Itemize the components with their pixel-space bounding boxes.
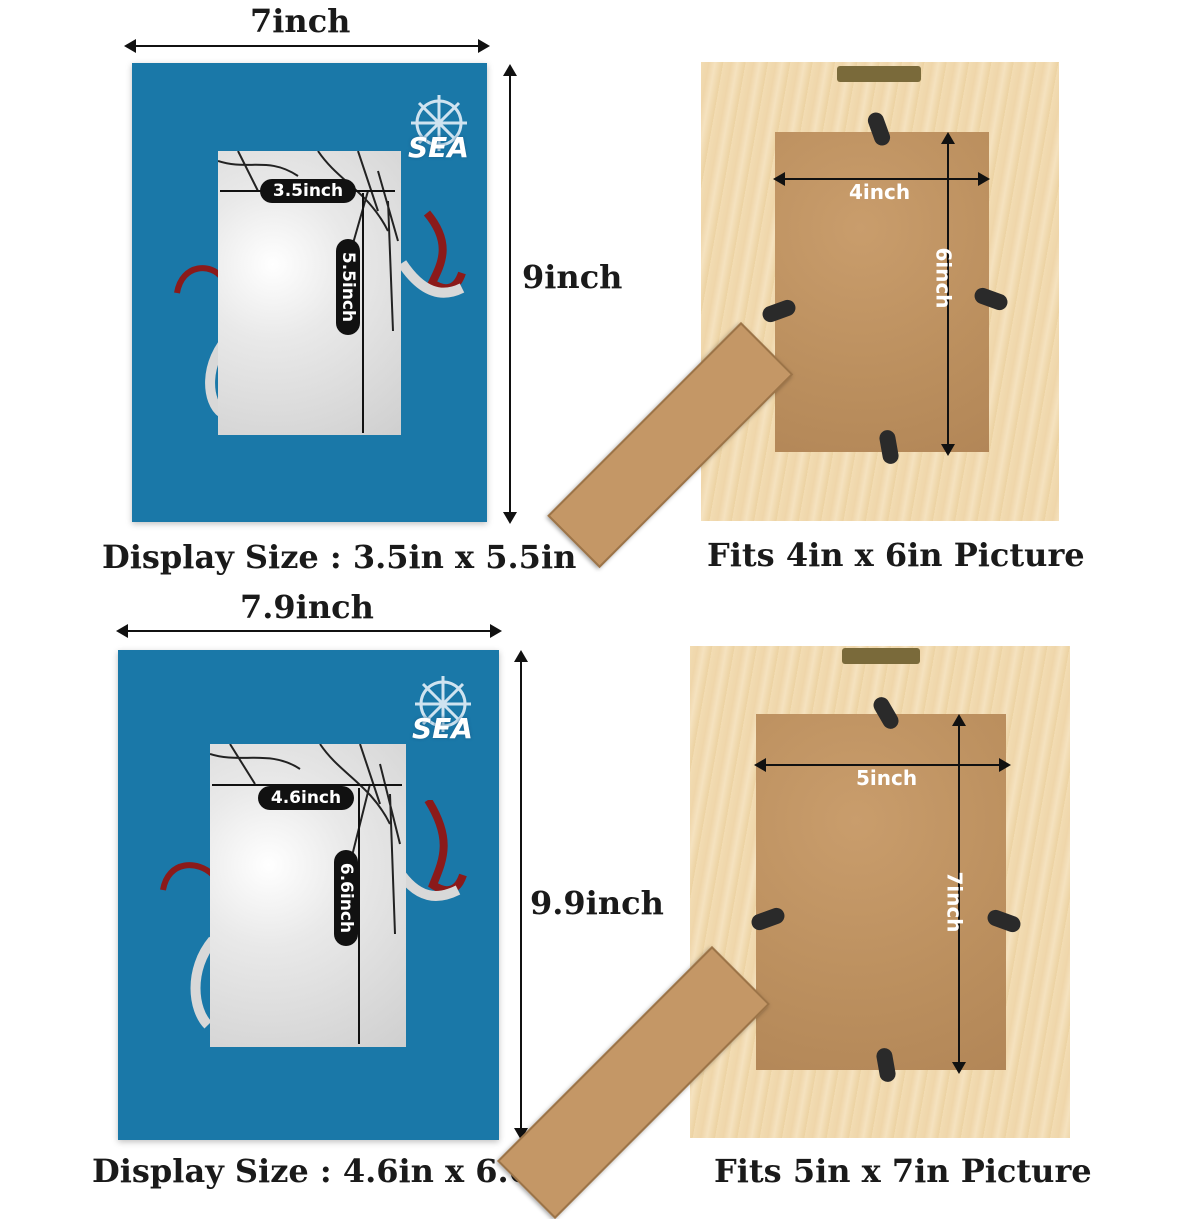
- top-frame-height-label: 6inch: [931, 247, 956, 309]
- top-frame-caption: Fits 4in x 6in Picture: [707, 536, 1085, 574]
- top-hanger: [837, 66, 921, 82]
- top-mat-caption: Display Size : 3.5in x 5.5in: [102, 538, 577, 576]
- top-frame-back: 4inch 6inch: [547, 62, 1059, 569]
- ship-wheel-icon: [411, 95, 467, 151]
- bottom-logo-text: SEA: [412, 712, 473, 745]
- top-mat-height-label: 9inch: [522, 258, 623, 296]
- top-opening-height-label: 5.5inch: [336, 239, 360, 335]
- top-backing-board: [775, 132, 989, 452]
- bottom-backing-board: [756, 714, 1006, 1070]
- bottom-mat-caption: Display Size : 4.6in x 6.6in: [92, 1152, 567, 1190]
- bottom-mat-height-label: 9.9inch: [530, 884, 664, 922]
- bottom-opening-height-label: 6.6inch: [334, 850, 358, 946]
- bottom-mat-width-label: 7.9inch: [240, 588, 374, 626]
- top-logo: SEA: [404, 91, 474, 164]
- bottom-hanger: [842, 648, 920, 664]
- top-logo-text: SEA: [408, 131, 469, 164]
- branches-image: [210, 744, 401, 935]
- top-easel-stand: [547, 322, 794, 569]
- bottom-opening-width-label: 4.6inch: [258, 786, 354, 810]
- bottom-mat-opening-photo: 4.6inch 6.6inch: [210, 744, 406, 1047]
- bottom-logo: SEA: [408, 672, 478, 745]
- bottom-mat: SEA 4.6inch 6.6inch: [118, 650, 499, 1140]
- bottom-frame-height-label: 7inch: [942, 871, 967, 933]
- top-mat-opening-photo: 3.5inch 5.5inch: [218, 151, 401, 435]
- bottom-frame-back: 5inch 7inch: [497, 646, 1070, 1219]
- top-opening-width-label: 3.5inch: [260, 179, 356, 203]
- ship-wheel-icon: [415, 676, 471, 732]
- top-mat-width-label: 7inch: [250, 2, 351, 40]
- bottom-frame-width-label: 5inch: [856, 766, 918, 790]
- bottom-frame-caption: Fits 5in x 7in Picture: [714, 1152, 1092, 1190]
- top-mat: SEA 3.5inch 5.5inch: [132, 63, 487, 522]
- top-frame-width-label: 4inch: [849, 180, 911, 204]
